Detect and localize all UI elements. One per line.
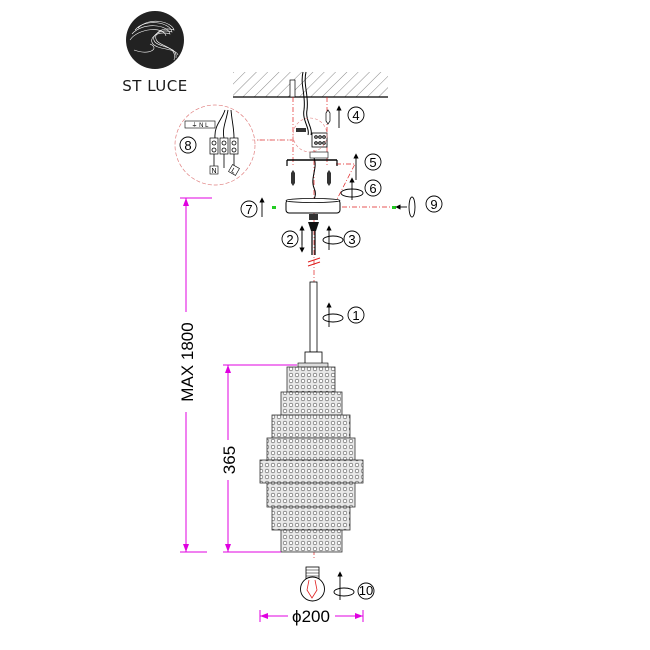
- step-4: 4: [352, 108, 359, 123]
- step-9: 9: [430, 197, 437, 212]
- mounting-bracket: [286, 109, 338, 186]
- shade-tier: [280, 391, 343, 416]
- shade-tier: [266, 482, 356, 508]
- step-5: 5: [369, 155, 376, 170]
- screw-marker-left: [272, 206, 276, 209]
- diameter-label: ϕ200: [292, 607, 330, 626]
- shade-tier: [271, 506, 351, 531]
- lamp-shade: [259, 366, 364, 553]
- step-markers: [179, 105, 443, 600]
- screw-icon: [291, 170, 295, 186]
- supply-wire: [301, 71, 309, 136]
- canopy: [272, 198, 396, 214]
- step-numbers: 4 5 6 7 9 8 2 3 1 10: [184, 108, 437, 598]
- brand-name: ST LUCE: [122, 77, 188, 95]
- screw-icon: [327, 170, 331, 186]
- bulb-icon: [300, 566, 325, 602]
- shade-tier: [259, 459, 364, 484]
- shade-tier: [286, 366, 336, 393]
- terminal-label: ⏚ N L: [191, 122, 209, 129]
- neutral-label: N: [211, 168, 216, 175]
- step-6: 6: [369, 181, 376, 196]
- st-luce-logo: ST LUCE: [122, 11, 188, 95]
- step-8: 8: [184, 138, 191, 153]
- screw-marker-right: [392, 206, 396, 209]
- shade-tier: [280, 529, 343, 553]
- shade-height-label: 365: [220, 446, 239, 474]
- step-1: 1: [352, 308, 359, 323]
- suspension: [297, 214, 329, 368]
- step-10: 10: [359, 583, 373, 598]
- ceiling: [233, 72, 388, 98]
- shade-tier: [271, 414, 351, 439]
- max-height-label: MAX 1800: [178, 322, 197, 401]
- step-7: 7: [245, 202, 252, 217]
- live-label: L: [230, 167, 237, 175]
- shade-tier: [266, 437, 356, 461]
- terminal-block: [296, 128, 329, 159]
- wiring-detail: ⏚ N L N L: [174, 104, 328, 186]
- wall-plug-icon: [325, 109, 331, 125]
- step-2: 2: [286, 232, 293, 247]
- step-3: 3: [348, 232, 355, 247]
